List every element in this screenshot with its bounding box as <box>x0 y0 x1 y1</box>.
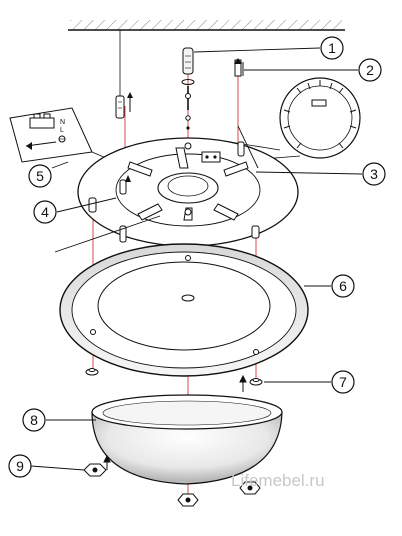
callout-label-9: 9 <box>16 458 24 474</box>
glass-shade <box>91 394 283 485</box>
callout-6: 6 <box>331 274 355 298</box>
callout-3: 3 <box>362 162 386 186</box>
callout-label-6: 6 <box>339 278 347 294</box>
ceiling <box>68 20 345 31</box>
callout-leaders <box>30 47 363 471</box>
callout-7: 7 <box>331 370 355 394</box>
diffuser <box>59 243 309 377</box>
leader-lines <box>54 125 259 253</box>
mounting-screw <box>234 58 244 77</box>
base-plate <box>77 137 299 247</box>
terminal-block-inset: N L <box>9 107 121 165</box>
terminal-letter-n: N <box>60 119 65 126</box>
callout-label-8: 8 <box>30 412 38 428</box>
decorative-nuts <box>83 454 261 507</box>
callout-label-1: 1 <box>328 40 336 56</box>
callout-label-4: 4 <box>41 204 49 220</box>
terminal-letter-l: L <box>60 127 64 134</box>
callout-label-2: 2 <box>366 62 374 78</box>
callout-1: 1 <box>320 36 344 60</box>
callout-5: 5 <box>28 164 52 188</box>
anchor-plug <box>181 47 195 130</box>
callout-label-7: 7 <box>339 374 347 390</box>
callout-label-5: 5 <box>36 168 44 184</box>
callout-2: 2 <box>358 58 382 82</box>
callout-8: 8 <box>22 408 46 432</box>
callout-4: 4 <box>33 200 57 224</box>
callout-label-3: 3 <box>370 166 378 182</box>
wall-plug-left <box>115 92 133 119</box>
watermark: Lifemebel.ru <box>231 471 325 490</box>
diffuser-nuts <box>85 368 263 392</box>
callout-9: 9 <box>8 454 32 478</box>
